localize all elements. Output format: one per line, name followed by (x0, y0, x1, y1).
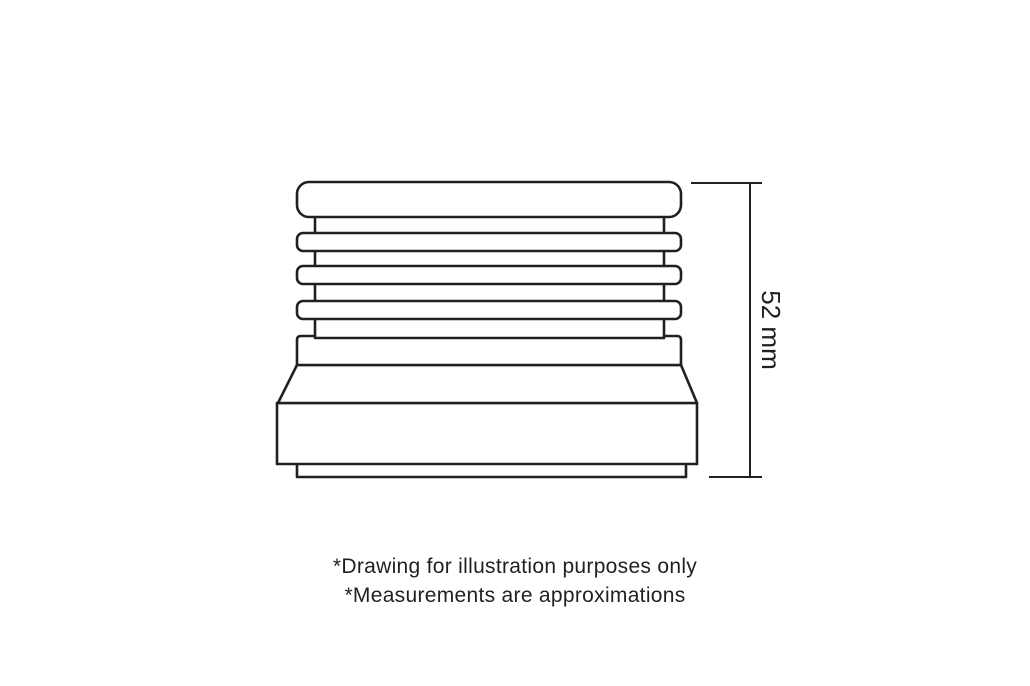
cap-rib-2 (295, 264, 683, 286)
note-illustration: *Drawing for illustration purposes only (332, 555, 698, 578)
cap-lower-band (295, 334, 683, 367)
cap-taper (276, 363, 699, 405)
note-approximations: *Measurements are approximations (344, 584, 686, 607)
cap-rib-3 (295, 299, 683, 321)
cap-top (295, 180, 683, 219)
cap-base-body (275, 401, 699, 466)
dimension-label: 52 mm (756, 290, 786, 369)
disclaimer-notes: *Drawing for illustration purposes only … (0, 552, 1030, 610)
cap-rib-1 (295, 231, 683, 253)
